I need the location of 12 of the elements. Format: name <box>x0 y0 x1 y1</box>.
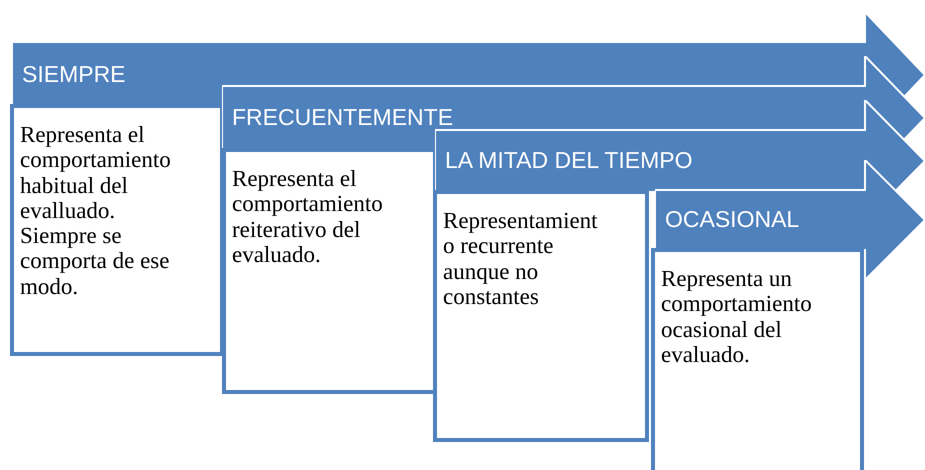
arrow-heading: SIEMPRE <box>22 63 126 86</box>
arrow-heading: OCASIONAL <box>665 208 800 231</box>
description-text: Representa el comportamiento reiterativo del evaluado. <box>232 166 384 268</box>
description-box <box>222 148 437 394</box>
description-box <box>433 190 649 442</box>
arrow-heading: LA MITAD DEL TIEMPO <box>445 149 693 172</box>
description-text: Representa un comportamiento ocasional del evaluado. <box>661 266 813 368</box>
description-text: Representamient o recurrente aunque no constantes <box>443 208 599 310</box>
description-text: Representa el comportamiento habitual del evalluado. Siempre se comporta de ese modo. <box>20 122 172 300</box>
description-box <box>10 104 224 356</box>
description-box <box>651 248 864 470</box>
arrow-heading: FRECUENTEMENTE <box>232 106 454 129</box>
